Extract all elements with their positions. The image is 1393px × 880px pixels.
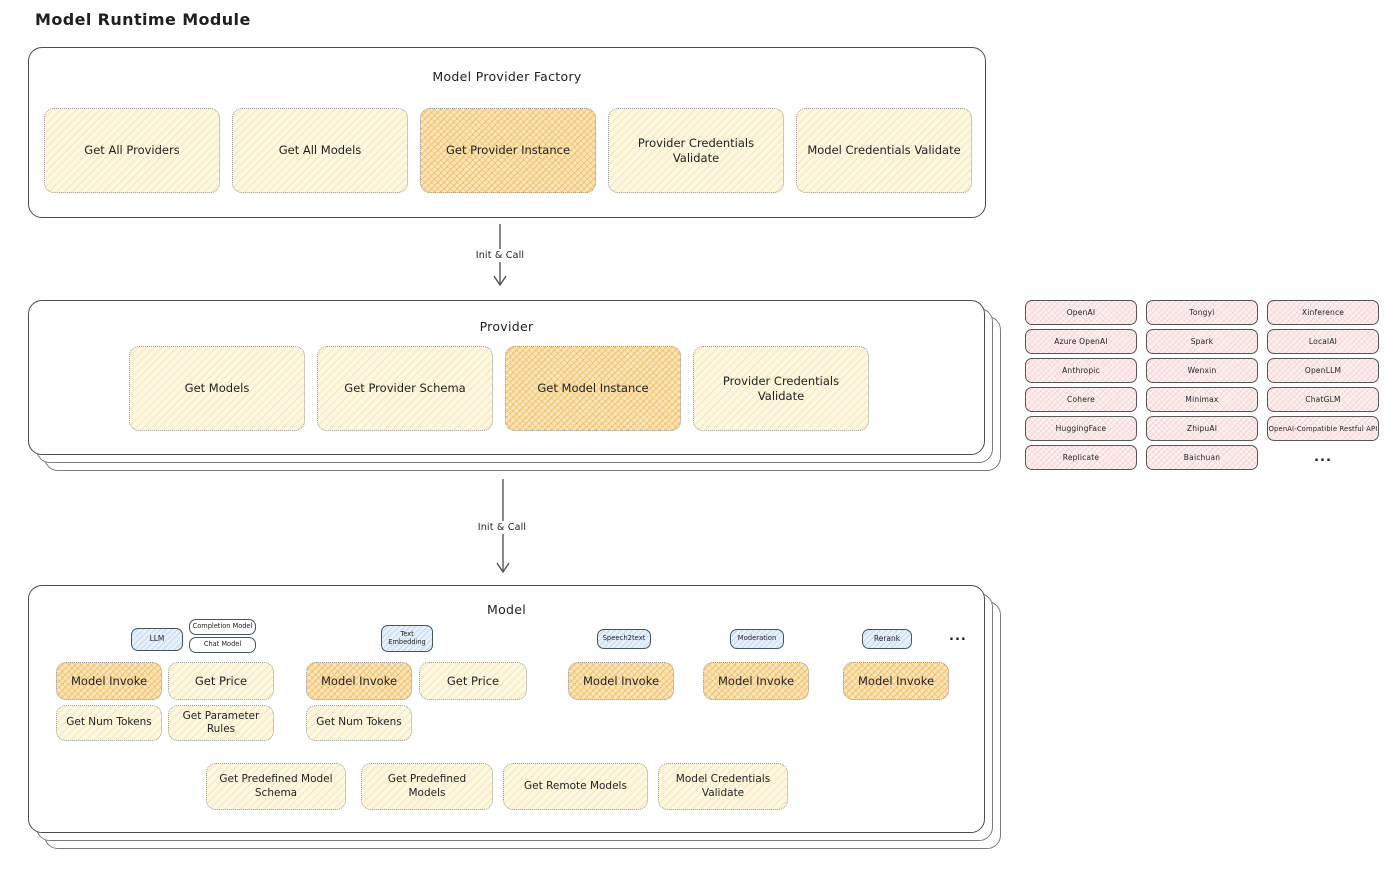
model-provider-factory-box: Model Provider Factory Get All Providers… <box>28 47 986 218</box>
tag-more-ellipsis: ... <box>949 629 967 644</box>
provider-chip-tongyi: Tongyi <box>1146 300 1258 325</box>
get-provider-schema-button: Get Provider Schema <box>317 346 493 431</box>
get-remote-models-button: Get Remote Models <box>503 763 648 810</box>
provider-chip-cohere: Cohere <box>1025 387 1137 412</box>
get-price-text-embedding-button: Get Price <box>419 662 527 700</box>
provider-chip-chatglm: ChatGLM <box>1267 387 1379 412</box>
model-invoke-rerank-button: Model Invoke <box>843 662 949 700</box>
provider-chip-huggingface: HuggingFace <box>1025 416 1137 441</box>
page-title: Model Runtime Module <box>35 10 251 29</box>
provider-chip-xinference: Xinference <box>1267 300 1379 325</box>
init-call-label-1: Init & Call <box>458 249 542 262</box>
model-invoke-moderation-button: Model Invoke <box>703 662 809 700</box>
provider-chip-minimax: Minimax <box>1146 387 1258 412</box>
provider-chip-anthropic: Anthropic <box>1025 358 1137 383</box>
provider-chip-openai-compatible: OpenAI-Compatible Restful API <box>1267 416 1379 441</box>
get-predefined-model-schema-button: Get Predefined Model Schema <box>206 763 346 810</box>
provider-name-grid: OpenAI Tongyi Xinference Azure OpenAI Sp… <box>1025 300 1379 470</box>
get-num-tokens-llm-button: Get Num Tokens <box>56 705 162 741</box>
provider-chip-zhipuai: ZhipuAI <box>1146 416 1258 441</box>
provider-chip-baichuan: Baichuan <box>1146 445 1258 470</box>
model-box: Model LLM Completion Model Chat Model Te… <box>28 585 985 833</box>
get-model-instance-button: Get Model Instance <box>505 346 681 431</box>
provider-box: Provider Get Models Get Provider Schema … <box>28 300 985 455</box>
model-invoke-text-embedding-button: Model Invoke <box>306 662 412 700</box>
provider-chip-wenxin: Wenxin <box>1146 358 1258 383</box>
model-invoke-speech2text-button: Model Invoke <box>568 662 674 700</box>
tag-moderation: Moderation <box>730 629 784 649</box>
tag-speech2text: Speech2text <box>597 629 651 649</box>
tag-completion-model: Completion Model <box>189 619 256 635</box>
provider-chip-more: ... <box>1314 450 1332 465</box>
get-all-providers-button: Get All Providers <box>44 108 220 193</box>
provider-chip-replicate: Replicate <box>1025 445 1137 470</box>
get-parameter-rules-button: Get Parameter Rules <box>168 705 274 741</box>
tag-text-embedding: Text Embedding <box>381 625 433 652</box>
get-provider-instance-button: Get Provider Instance <box>420 108 596 193</box>
provider-chip-spark: Spark <box>1146 329 1258 354</box>
model-credentials-validate-button-2: Model Credentials Validate <box>658 763 788 810</box>
model-title: Model <box>486 602 527 617</box>
model-invoke-llm-button: Model Invoke <box>56 662 162 700</box>
tag-llm: LLM <box>131 628 183 651</box>
get-all-models-button: Get All Models <box>232 108 408 193</box>
get-price-llm-button: Get Price <box>168 662 274 700</box>
get-models-button: Get Models <box>129 346 305 431</box>
get-predefined-models-button: Get Predefined Models <box>361 763 493 810</box>
init-call-label-2: Init & Call <box>460 521 544 534</box>
provider-credentials-validate-button-2: Provider Credentials Validate <box>693 346 869 431</box>
provider-chip-openai: OpenAI <box>1025 300 1137 325</box>
provider-chip-azure-openai: Azure OpenAI <box>1025 329 1137 354</box>
factory-title: Model Provider Factory <box>432 69 582 84</box>
provider-chip-localai: LocalAI <box>1267 329 1379 354</box>
tag-chat-model: Chat Model <box>189 637 256 653</box>
get-num-tokens-text-embedding-button: Get Num Tokens <box>306 705 412 741</box>
model-credentials-validate-button: Model Credentials Validate <box>796 108 972 193</box>
provider-chip-openllm: OpenLLM <box>1267 358 1379 383</box>
provider-title: Provider <box>479 319 534 334</box>
tag-rerank: Rerank <box>862 629 912 649</box>
provider-credentials-validate-button: Provider Credentials Validate <box>608 108 784 193</box>
